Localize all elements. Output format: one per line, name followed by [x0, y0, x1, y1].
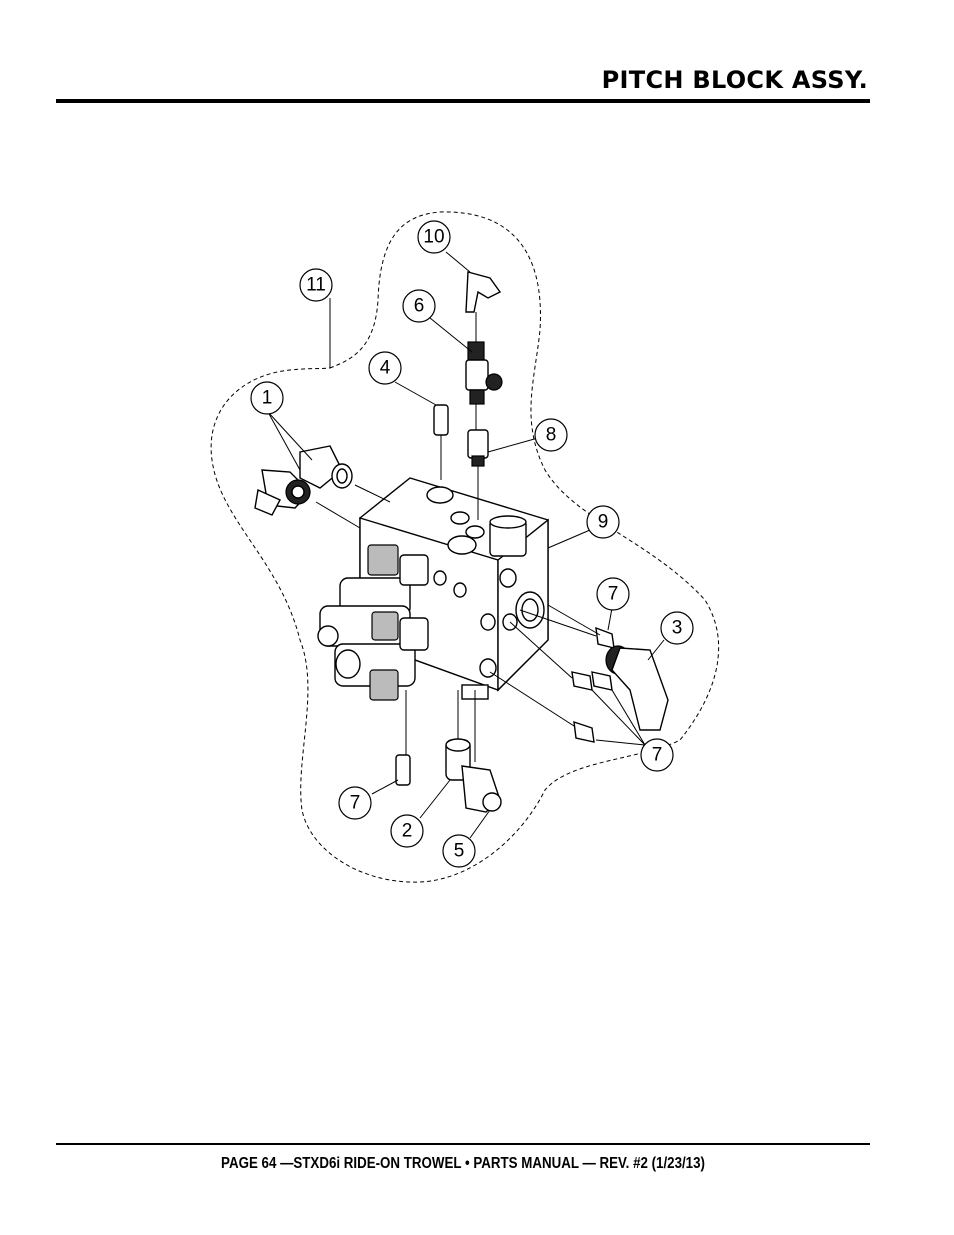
callout-9-label: 9 [598, 512, 609, 533]
callout-6: 6 [402, 289, 436, 323]
callout-9: 9 [586, 505, 620, 539]
callout-8: 8 [534, 418, 568, 452]
callout-8-label: 8 [546, 425, 557, 446]
footer-rule [56, 1143, 870, 1145]
callout-1: 1 [250, 381, 284, 415]
callout-4-label: 4 [380, 358, 391, 379]
callout-11: 11 [299, 268, 333, 302]
callout-7-right-top: 7 [596, 577, 630, 611]
callout-4: 4 [368, 351, 402, 385]
callout-1-label: 1 [262, 388, 273, 409]
assembly-boundary [210, 211, 720, 883]
fitting-stack [465, 271, 503, 520]
callout-7-right-bottom: 7 [640, 738, 674, 772]
elbow-fittings-1 [254, 445, 353, 516]
callout-11-label: 11 [306, 275, 326, 296]
callout-10: 10 [417, 220, 451, 254]
callout-7a-label: 7 [608, 584, 619, 605]
callout-3: 3 [660, 611, 694, 645]
page-footer: PAGE 64 —STXD6i RIDE-ON TROWEL • PARTS M… [221, 1155, 705, 1172]
callout-7-left: 7 [338, 786, 372, 820]
page-title: PITCH BLOCK ASSY. [601, 66, 868, 94]
fitting-4 [433, 404, 449, 480]
callout-10-label: 10 [423, 227, 444, 248]
callout-2: 2 [390, 814, 424, 848]
solenoid-valves [317, 544, 429, 701]
fittings-bottom [395, 690, 502, 813]
callout-6-label: 6 [414, 296, 425, 317]
callout-3-label: 3 [672, 618, 683, 639]
callout-5-label: 5 [454, 841, 465, 862]
callout-7b-label: 7 [652, 745, 663, 766]
header-rule [56, 99, 870, 103]
callout-2-label: 2 [402, 821, 413, 842]
callout-7c-label: 7 [350, 793, 361, 814]
callout-5: 5 [442, 834, 476, 868]
